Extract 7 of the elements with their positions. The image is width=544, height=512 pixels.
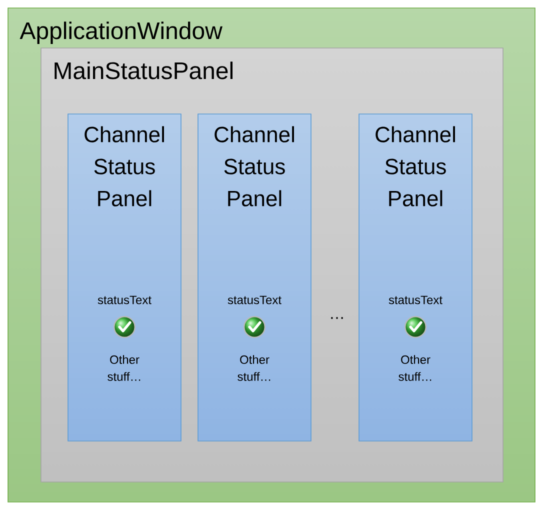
body-text: Other stuff…: [108, 355, 140, 381]
status-text: statusText: [98, 296, 152, 304]
status-text: statusText: [228, 296, 282, 304]
body-text: Other stuff…: [238, 355, 270, 381]
status-text: statusText: [388, 296, 442, 304]
ellipsis-text: …: [331, 317, 343, 319]
body-text: Other stuff…: [398, 355, 432, 381]
